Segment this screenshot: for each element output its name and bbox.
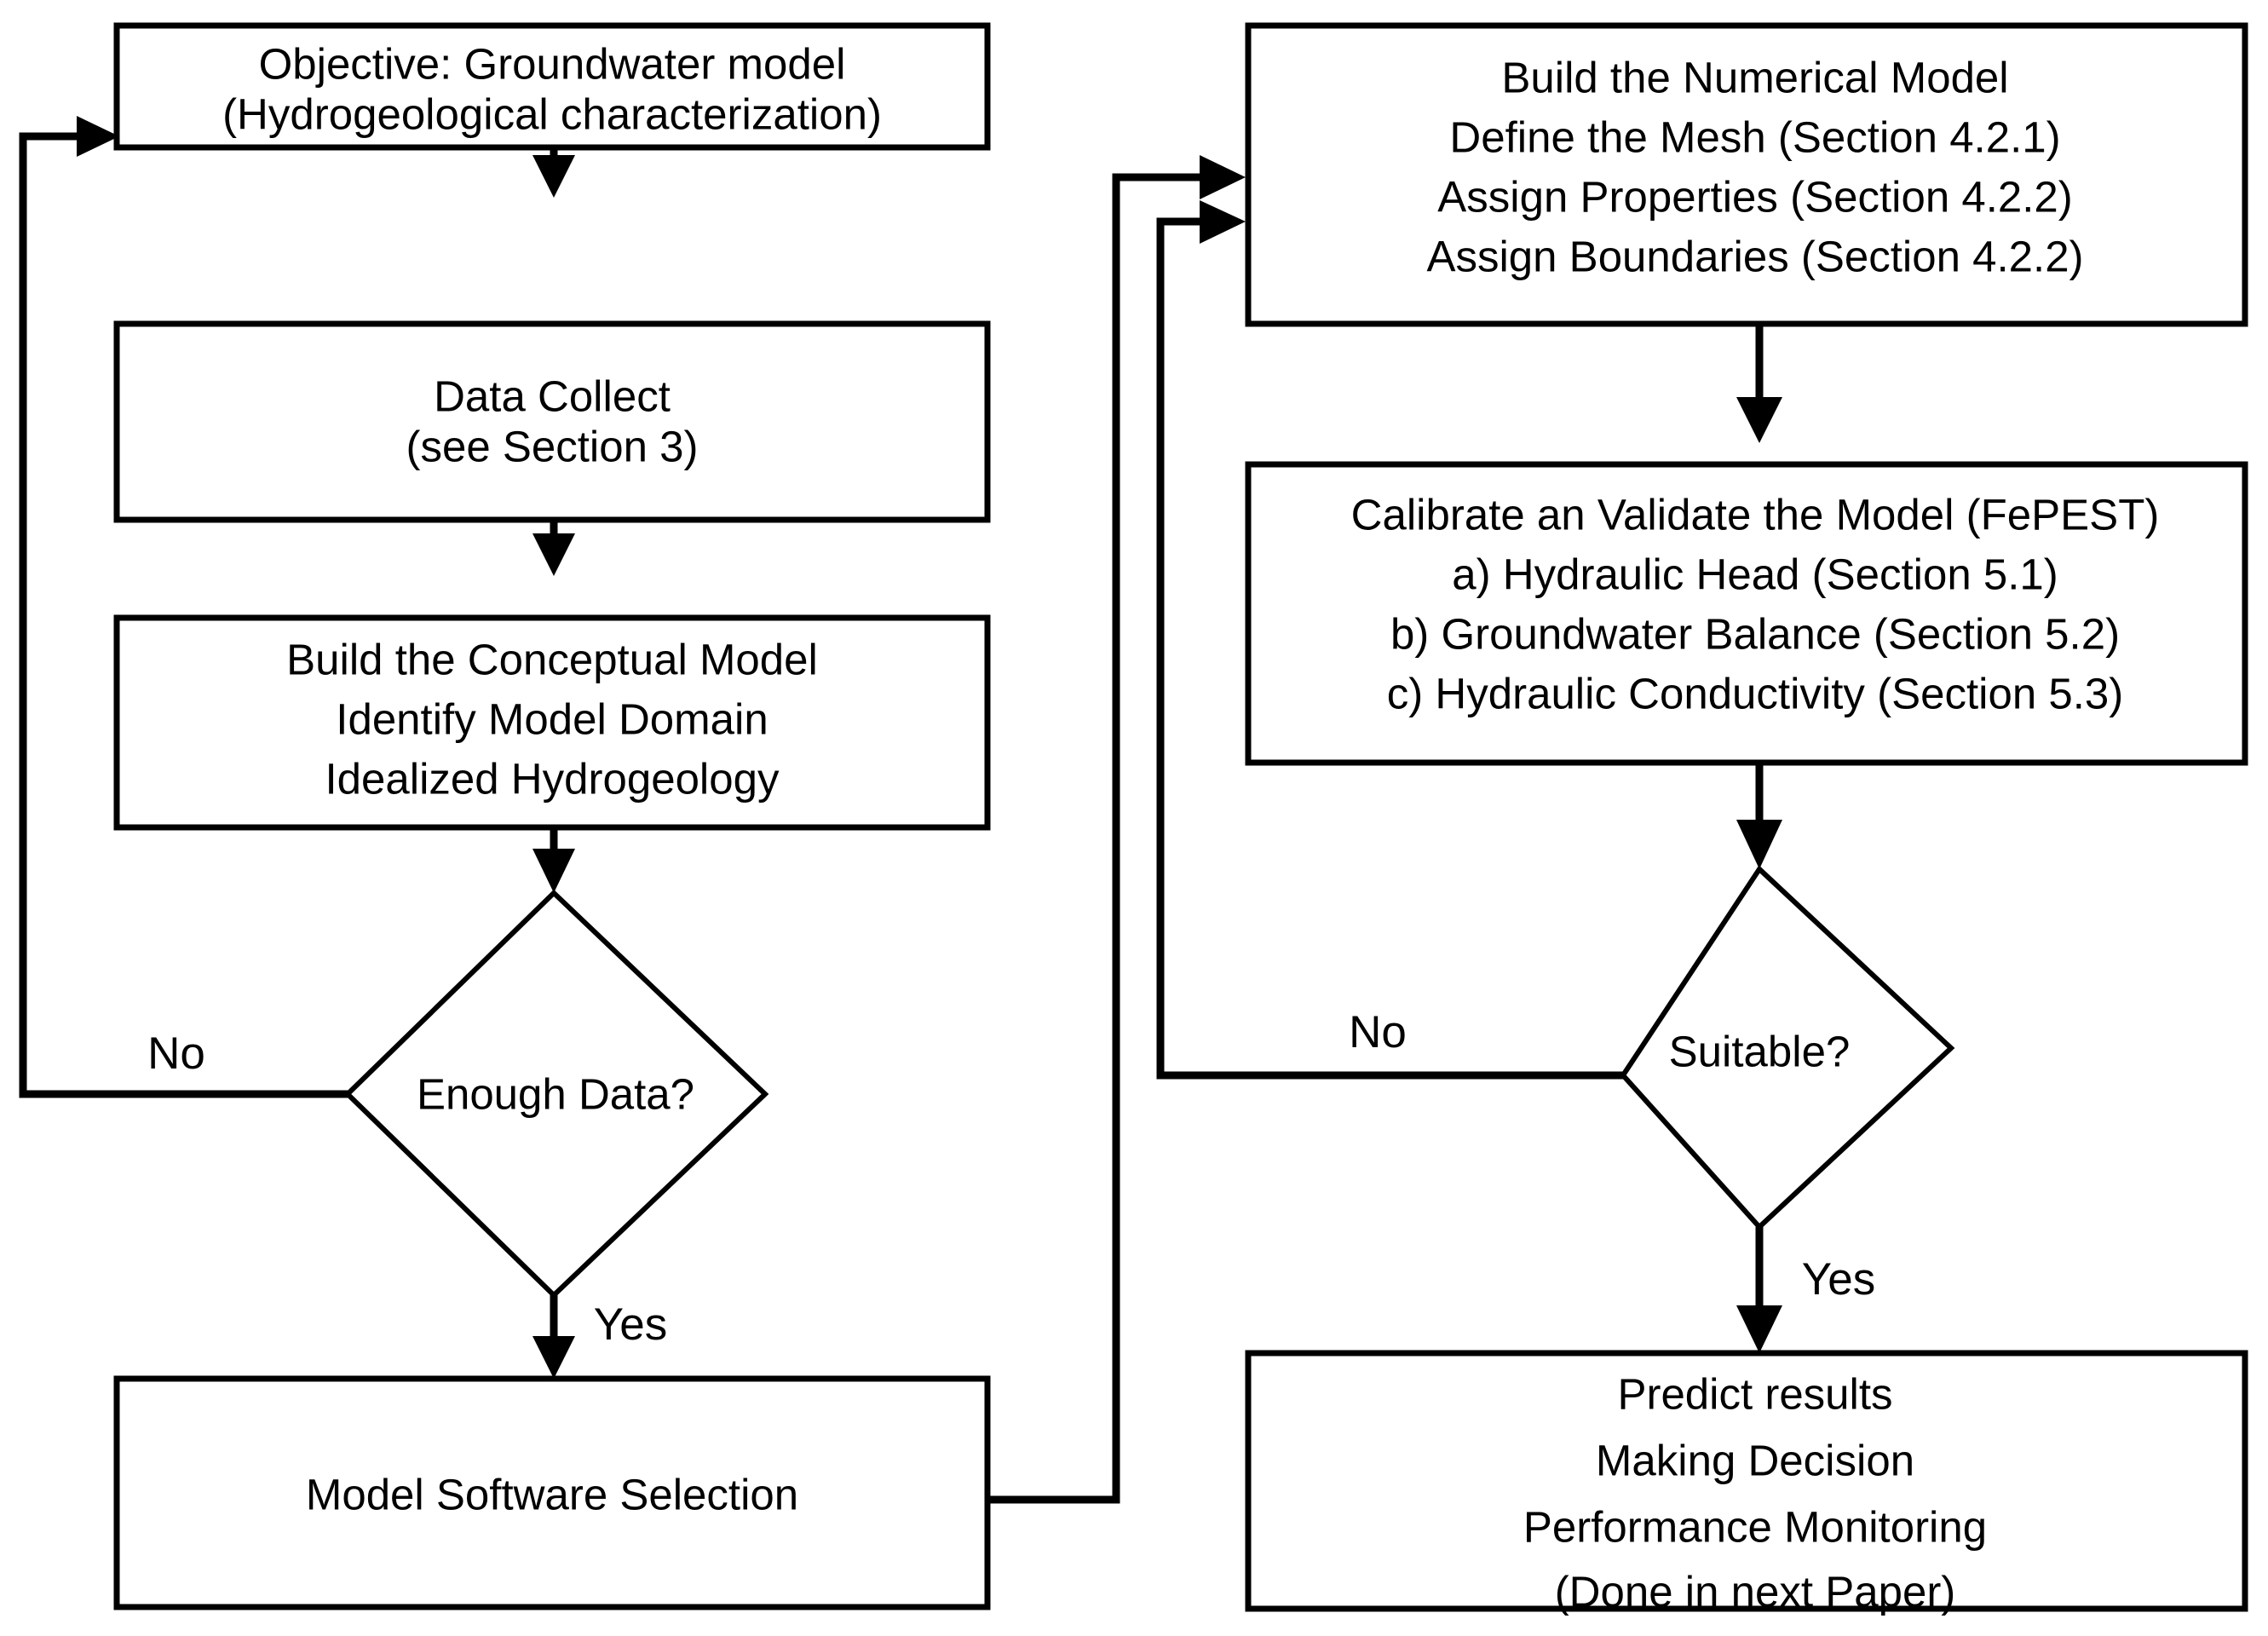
node-objective[interactable]: Objective: Groundwater model (Hydrogeolo… — [113, 22, 991, 151]
connector-enough-data-yes — [532, 1295, 575, 1379]
edge-label-enough-data-no: No — [147, 1028, 205, 1079]
node-data-collect[interactable]: Data Collect (see Section 3) — [113, 320, 991, 523]
connector-suitable-no-loop — [1156, 200, 1623, 1080]
node-calibrate-line-1: Calibrate an Validate the Model (FePEST) — [1351, 490, 2160, 539]
node-calibrate-line-4: c) Hydraulic Conductivity (Section 5.3) — [1387, 669, 2124, 717]
node-data-collect-line-2: (see Section 3) — [406, 422, 698, 470]
connector-conceptual-to-enough-data — [532, 827, 575, 893]
node-suitable-decision[interactable]: Suitable? — [1620, 865, 1955, 1231]
node-numerical-model-line-1: Build the Numerical Model — [1501, 53, 2008, 101]
connector-data-collect-to-conceptual — [532, 520, 575, 576]
node-predict-results[interactable]: Predict results Making Decision Performa… — [1245, 1350, 2248, 1616]
node-objective-line-1: Objective: Groundwater model — [259, 39, 846, 88]
edge-label-enough-data-yes: Yes — [594, 1299, 667, 1350]
node-numerical-model-line-2: Define the Mesh (Section 4.2.1) — [1449, 112, 2060, 161]
connector-objective-to-data-collect — [532, 147, 575, 198]
node-numerical-model[interactable]: Build the Numerical Model Define the Mes… — [1245, 22, 2248, 327]
connector-enough-data-no-loop — [19, 116, 348, 1098]
node-calibrate-line-3: b) Groundwater Balance (Section 5.2) — [1390, 609, 2120, 658]
connector-calibrate-to-suitable — [1736, 763, 1782, 869]
node-software-selection[interactable]: Model Software Selection — [113, 1375, 991, 1610]
node-conceptual-model[interactable]: Build the Conceptual Model Identify Mode… — [113, 614, 991, 831]
node-conceptual-model-line-2: Identify Model Domain — [336, 694, 768, 743]
node-objective-line-2: (Hydrogeological characterization) — [222, 89, 882, 138]
node-calibrate-validate[interactable]: Calibrate an Validate the Model (FePEST)… — [1245, 461, 2248, 766]
node-enough-data-decision[interactable]: Enough Data? — [343, 889, 769, 1299]
connector-numerical-model-to-calibrate — [1736, 324, 1782, 443]
node-calibrate-line-2: a) Hydraulic Head (Section 5.1) — [1452, 550, 2058, 598]
node-predict-line-4: (Done in next Paper) — [1555, 1567, 1956, 1616]
edge-label-suitable-yes: Yes — [1802, 1254, 1875, 1305]
node-numerical-model-line-3: Assign Properties (Section 4.2.2) — [1437, 172, 2073, 221]
connector-suitable-yes — [1736, 1227, 1782, 1353]
edge-label-suitable-no: No — [1349, 1007, 1407, 1057]
node-suitable-label: Suitable? — [1669, 1027, 1851, 1075]
node-data-collect-line-1: Data Collect — [434, 372, 671, 420]
node-enough-data-label: Enough Data? — [417, 1069, 694, 1118]
node-predict-line-3: Performance Monitoring — [1523, 1502, 1987, 1551]
node-conceptual-model-line-3: Idealized Hydrogeology — [325, 754, 780, 803]
connector-software-to-numerical-model — [988, 155, 1246, 1504]
node-predict-line-1: Predict results — [1617, 1369, 1892, 1418]
node-predict-line-2: Making Decision — [1596, 1436, 1914, 1484]
node-numerical-model-line-4: Assign Boundaries (Section 4.2.2) — [1426, 232, 2083, 280]
node-software-selection-label: Model Software Selection — [306, 1470, 798, 1518]
node-conceptual-model-line-1: Build the Conceptual Model — [286, 635, 818, 683]
